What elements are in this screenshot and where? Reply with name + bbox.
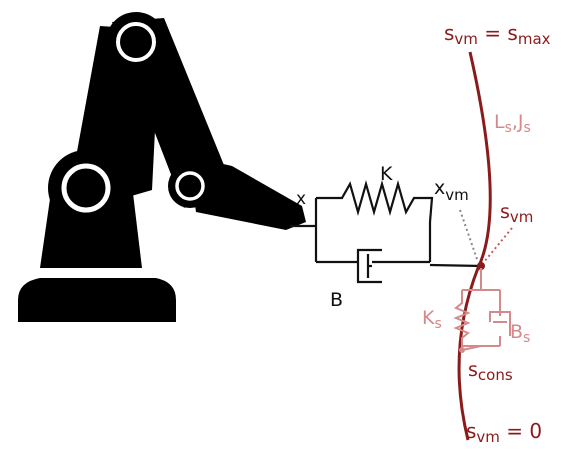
- impedance-right-rod: [429, 263, 483, 268]
- robot-joint-wrist-ring: [175, 171, 205, 201]
- virtual-point-s-vm: [477, 262, 485, 270]
- label-b-s: Bs: [510, 321, 530, 346]
- s-vm-dotted-indicator: [483, 227, 513, 263]
- label-path-properties: Ls,Js: [494, 111, 531, 136]
- robot-joint-base-core: [71, 173, 101, 203]
- label-s-max: svm = smax: [444, 21, 551, 48]
- spring-ks: [453, 290, 471, 346]
- label-s-cons: scons: [468, 359, 513, 384]
- label-k: K: [380, 163, 393, 185]
- label-s-zero: svm = 0: [466, 419, 542, 446]
- robot-end-effector: [188, 156, 306, 230]
- x-vm-dotted-indicator: [459, 209, 479, 263]
- robot-joint-top-ring: [116, 22, 156, 62]
- robot-base: [18, 278, 176, 322]
- robot-arm-icon: [18, 12, 306, 322]
- robot-joint-top-core: [124, 30, 148, 54]
- label-k-s: Ks: [422, 307, 442, 332]
- damper-b-cylinder: [356, 248, 382, 284]
- spring-k: [316, 179, 434, 223]
- robot-joint-base-ring: [61, 163, 111, 213]
- robot-joint-wrist-core: [182, 178, 198, 194]
- label-x-vm: xvm: [434, 177, 469, 204]
- constraint-bottom-rod: [461, 345, 482, 351]
- label-s-vm: svm: [500, 201, 533, 226]
- constraint-element: [453, 268, 511, 351]
- label-x: x: [296, 189, 306, 209]
- impedance-element: [290, 179, 483, 284]
- damper-bs-cylinder: [489, 311, 511, 336]
- label-b: B: [330, 289, 343, 311]
